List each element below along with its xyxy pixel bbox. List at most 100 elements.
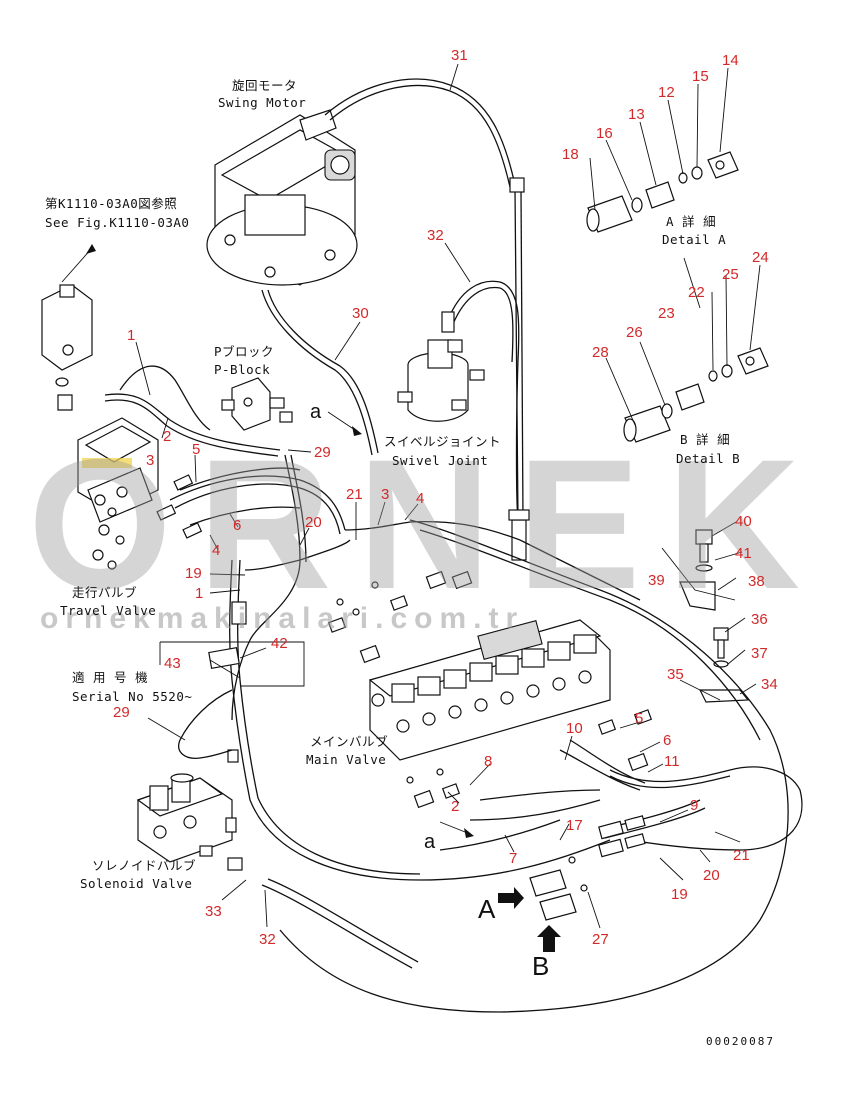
callout-12: 12 [658, 84, 675, 101]
callout-2-bottom: 2 [451, 798, 459, 815]
callout-13: 13 [628, 106, 645, 123]
main-valve-drawing [368, 619, 611, 761]
callout-4-mid: 4 [416, 490, 424, 507]
right-fittings [498, 815, 646, 952]
callout-22: 22 [688, 284, 705, 301]
callout-3-mid: 3 [381, 486, 389, 503]
callout-28: 28 [592, 344, 609, 361]
callout-37: 37 [751, 645, 768, 662]
clamp-parts-drawing [661, 529, 750, 703]
clamp-42-43 [208, 601, 247, 670]
watermark: ORNEK ornekmakinalari.com.tr [28, 422, 826, 635]
callout-36: 36 [751, 611, 768, 628]
callout-23: 23 [658, 305, 675, 322]
callout-34: 34 [761, 676, 778, 693]
swing-motor-drawing [206, 78, 516, 456]
drawing-number: 00020087 [706, 1035, 775, 1048]
callout-20-right: 20 [703, 867, 720, 884]
view-a-label-2: a [424, 831, 436, 853]
callout-8: 8 [484, 753, 492, 770]
swing-motor-label-en: Swing Motor [218, 95, 306, 110]
callout-27: 27 [592, 931, 609, 948]
callout-6-left: 6 [233, 517, 241, 534]
callout-39: 39 [648, 572, 665, 589]
travel-valve-label-jp: 走行バルブ [72, 585, 137, 600]
callout-43: 43 [164, 655, 181, 672]
arrow-a-label: A [478, 894, 496, 924]
text-labels: 旋回モータ Swing Motor 第K1110-03A0図参照 See Fig… [45, 78, 775, 1048]
callout-38: 38 [748, 573, 765, 590]
callout-18: 18 [562, 146, 579, 163]
callout-40: 40 [735, 513, 752, 530]
p-block-drawing [221, 377, 293, 431]
fittings-drawing [327, 570, 653, 809]
serial-bracket [159, 641, 305, 687]
callout-14: 14 [722, 52, 739, 69]
detail-a-label-jp: A 詳 細 [666, 214, 716, 229]
detail-a-drawing [586, 151, 739, 233]
callout-4-left: 4 [212, 542, 220, 559]
swivel-joint-drawing [397, 280, 520, 521]
callout-3-left: 3 [146, 452, 154, 469]
main-valve-label-jp: メインバルブ [310, 734, 388, 749]
callout-10: 10 [566, 720, 583, 737]
callout-32-top: 32 [427, 227, 444, 244]
callout-42: 42 [271, 635, 288, 652]
p-block-label-en: P-Block [214, 362, 270, 377]
callout-17: 17 [566, 817, 583, 834]
serial-label-en: Serial No 5520~ [72, 689, 192, 704]
callout-15: 15 [692, 68, 709, 85]
callout-29-left: 29 [113, 704, 130, 721]
travel-valve-drawing [77, 417, 203, 570]
travel-valve-label-en: Travel Valve [60, 603, 156, 618]
fig-ref-label-en: See Fig.K1110-03A0 [45, 215, 189, 230]
callout-7: 7 [509, 850, 517, 867]
main-valve-label-en: Main Valve [306, 752, 386, 767]
callout-21-mid: 21 [346, 486, 363, 503]
callout-1-top: 1 [127, 327, 135, 344]
p-block-label-jp: Pブロック [214, 344, 274, 359]
callout-5-left: 5 [192, 441, 200, 458]
callout-19-mid: 19 [185, 565, 202, 582]
callout-numbers: 31 14 15 12 13 16 18 32 30 1 2 3 5 29 6 … [113, 47, 778, 948]
callout-19-right: 19 [671, 886, 688, 903]
swivel-joint-label-en: Swivel Joint [392, 453, 488, 468]
fig-ref-label-jp: 第K1110-03A0図参照 [45, 196, 177, 211]
callout-41: 41 [735, 545, 752, 562]
swivel-joint-label-jp: スイベルジョイント [384, 434, 501, 449]
watermark-brand: ORNEK [28, 422, 826, 628]
callout-11: 11 [664, 753, 680, 770]
callout-35: 35 [667, 666, 684, 683]
leader-lines [135, 63, 761, 929]
callout-2-top: 2 [163, 428, 171, 445]
fig-reference-assembly [41, 244, 96, 411]
detail-b-label-jp: B 詳 細 [680, 432, 730, 447]
solenoid-valve-drawing [136, 749, 243, 871]
swing-motor-label-jp: 旋回モータ [232, 78, 297, 93]
callout-30: 30 [352, 305, 369, 322]
callout-25: 25 [722, 266, 739, 283]
watermark-url: ornekmakinalari.com.tr [40, 602, 524, 635]
callout-1-mid: 1 [195, 585, 203, 602]
callout-32-bottom: 32 [259, 931, 276, 948]
detail-b-label-en: Detail B [676, 451, 740, 466]
callout-31: 31 [451, 47, 468, 64]
callout-29-top: 29 [314, 444, 331, 461]
arrow-b-label: B [532, 951, 549, 981]
solenoid-valve-label-jp: ソレノイドバルブ [92, 858, 196, 873]
callout-26: 26 [626, 324, 643, 341]
callout-16: 16 [596, 125, 613, 142]
serial-label-jp: 適 用 号 機 [72, 670, 148, 685]
callout-9: 9 [690, 797, 698, 814]
view-a-label: a [310, 401, 322, 423]
detail-b-drawing [623, 347, 769, 443]
callout-5-right: 5 [635, 710, 643, 727]
detail-a-label-en: Detail A [662, 232, 726, 247]
callout-20-mid: 20 [305, 514, 322, 531]
callout-24: 24 [752, 249, 769, 266]
callout-6-right: 6 [663, 732, 671, 749]
solenoid-valve-label-en: Solenoid Valve [80, 876, 192, 891]
callout-33: 33 [205, 903, 222, 920]
callout-21-right: 21 [733, 847, 750, 864]
